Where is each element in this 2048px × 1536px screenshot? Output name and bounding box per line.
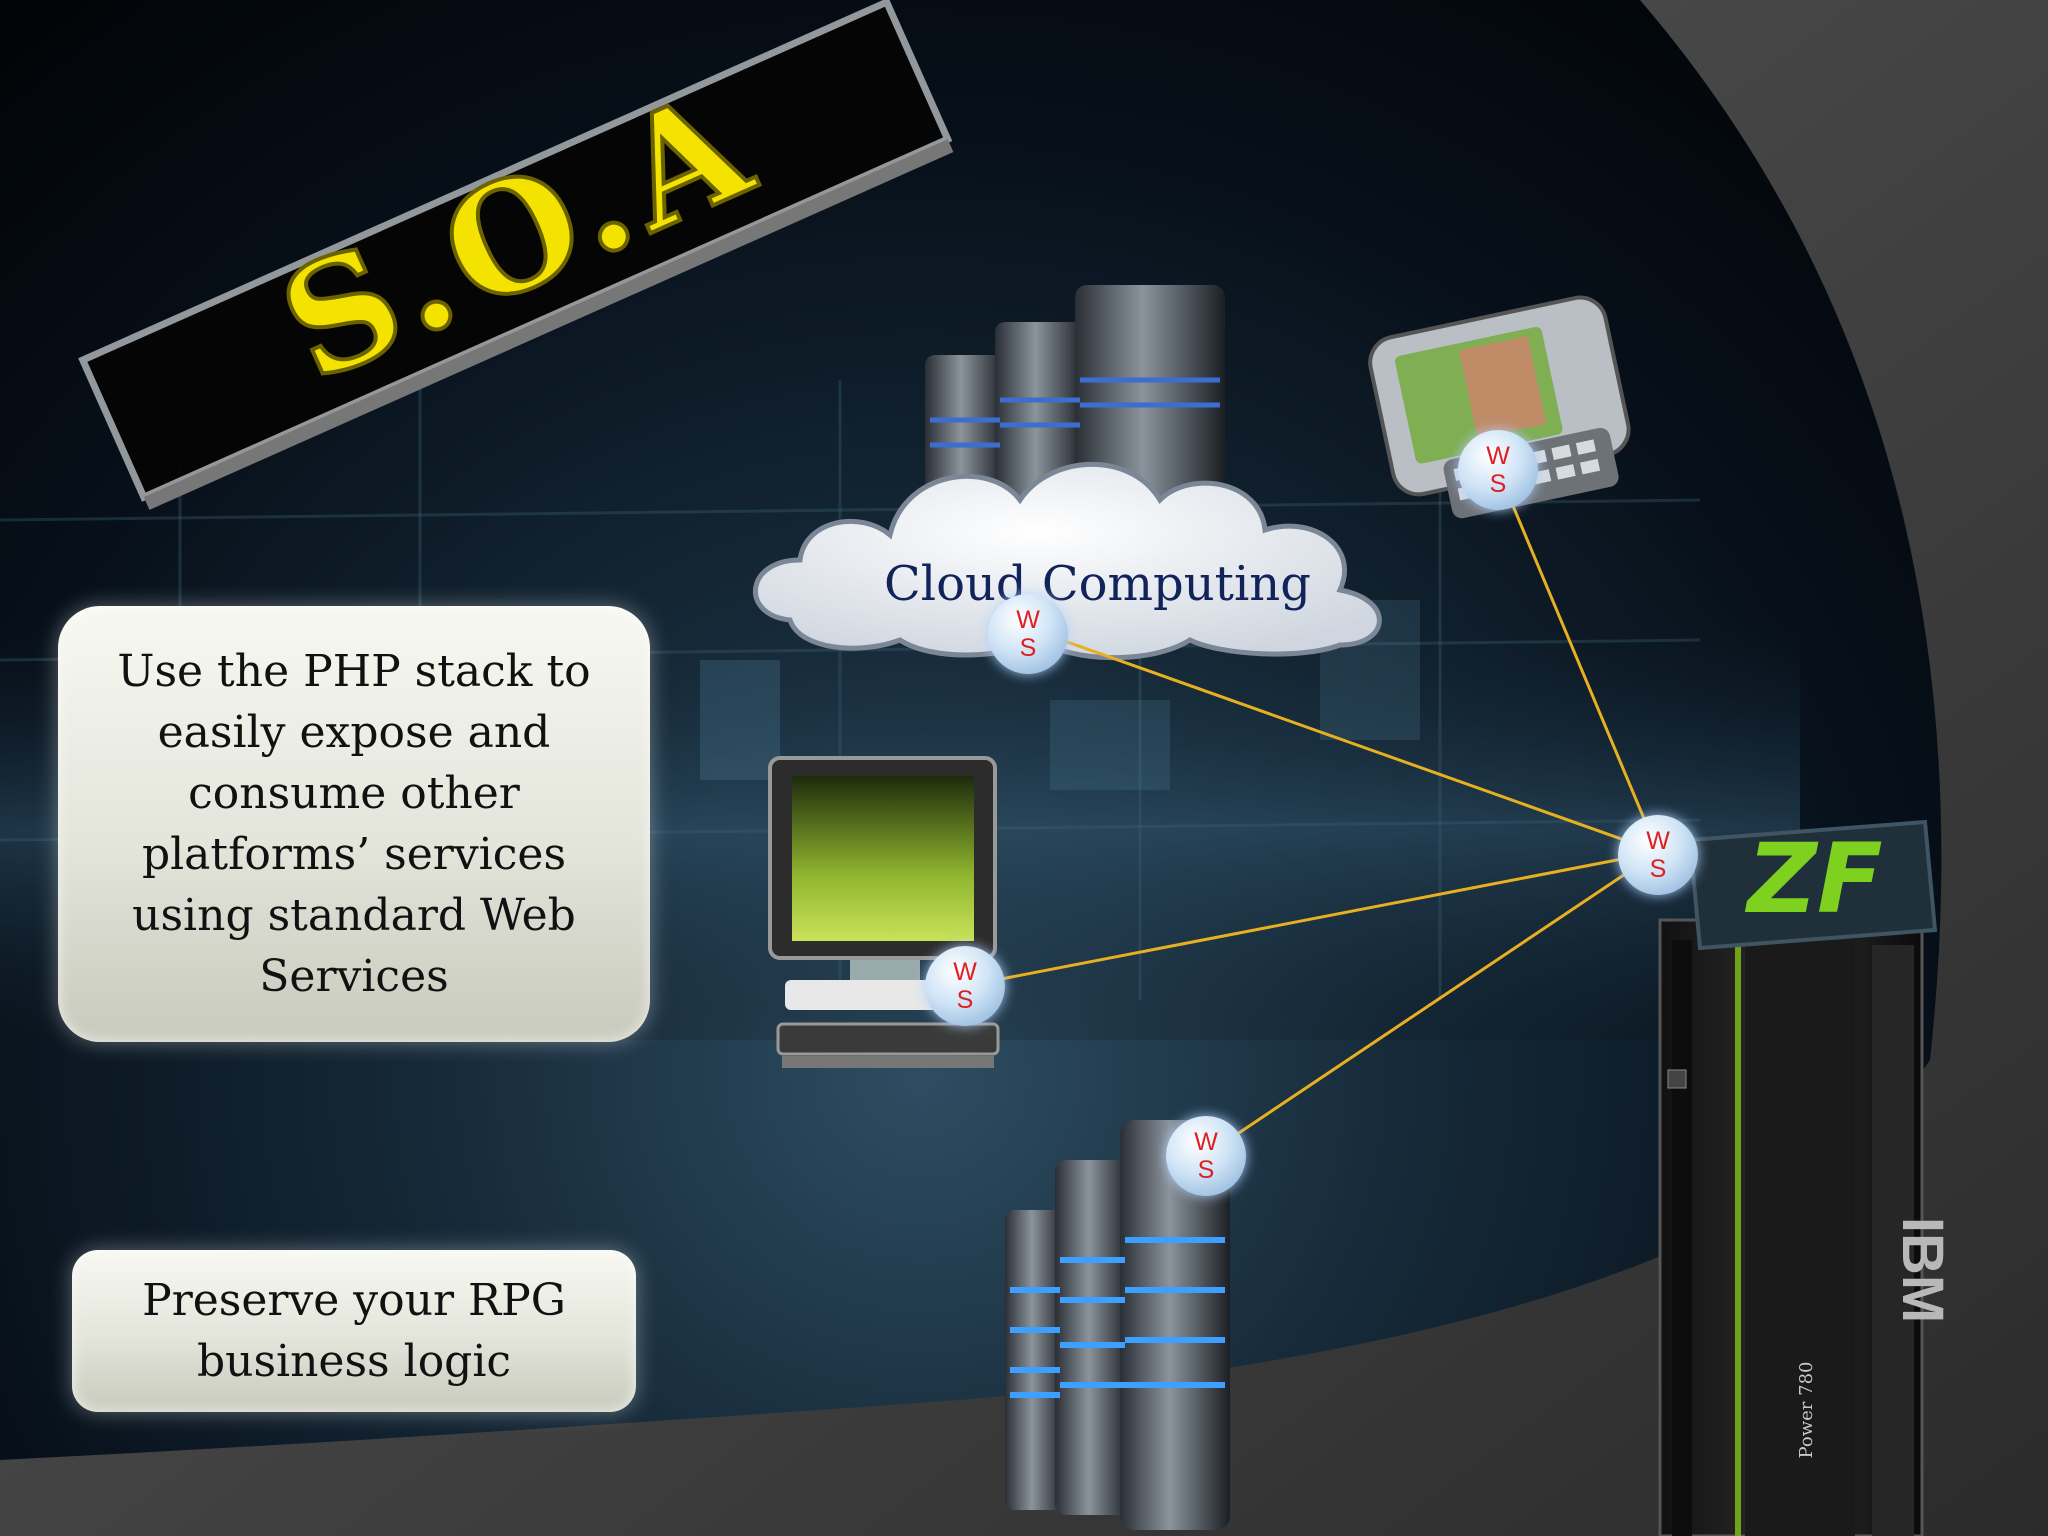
connector-desktop — [964, 850, 1659, 988]
ws-badge-letter: S — [1489, 470, 1507, 498]
ws-badge-phone: W S — [1458, 430, 1538, 510]
ws-badge-desktop: W S — [925, 946, 1005, 1026]
php-line: using standard Web — [132, 890, 576, 941]
php-stack-panel: Use the PHP stack to easily expose and c… — [58, 606, 650, 1042]
php-line: consume other — [188, 768, 520, 819]
ws-badge-server: W S — [1166, 1116, 1246, 1196]
rpg-line: Preserve your RPG — [142, 1275, 566, 1326]
ws-badge-letter: S — [956, 986, 974, 1014]
php-line: easily expose and — [157, 707, 551, 758]
zend-framework-logo: ZF — [1687, 819, 1938, 951]
ws-badge-letter: W — [953, 958, 977, 986]
ibm-power-server-icon: IBM Power 780 — [1658, 918, 1955, 1536]
soa-sign: S.O.A — [78, 0, 954, 510]
desktop-computer-icon — [768, 756, 1000, 1068]
connector-server — [1205, 850, 1659, 1157]
smartphone-icon — [1368, 295, 1631, 519]
rpg-logic-text: Preserve your RPG business logic — [142, 1270, 566, 1392]
cloud-computing-label: Cloud Computing — [884, 556, 1311, 612]
cloud-server-rack-icon — [925, 285, 1225, 520]
connector-cloud — [1027, 626, 1659, 854]
ws-badge-cloud: W S — [988, 594, 1068, 674]
ws-badge-zf: W S — [1618, 815, 1698, 895]
ws-badge-letter: W — [1194, 1128, 1218, 1156]
ibm-brand-label: IBM — [1890, 1217, 1955, 1323]
php-line: platforms’ services — [141, 829, 567, 880]
ws-badge-letter: S — [1649, 855, 1667, 883]
ws-badge-letter: S — [1197, 1156, 1215, 1184]
ws-badge-letter: W — [1646, 827, 1670, 855]
ws-badge-letter: S — [1019, 634, 1037, 662]
ws-connectors — [964, 469, 1660, 1157]
rpg-logic-panel: Preserve your RPG business logic — [72, 1250, 636, 1412]
connector-phone — [1496, 469, 1660, 853]
php-line: Use the PHP stack to — [117, 646, 591, 697]
php-line: Services — [259, 951, 449, 1002]
server-rack-icon — [1005, 1120, 1230, 1530]
power-model-label: Power 780 — [1796, 1362, 1817, 1459]
zf-logo-text: ZF — [1744, 823, 1882, 935]
soa-sign-label: S.O.A — [257, 53, 781, 415]
rpg-line: business logic — [196, 1336, 512, 1387]
php-stack-text: Use the PHP stack to easily expose and c… — [117, 641, 590, 1007]
ws-badge-letter: W — [1016, 606, 1040, 634]
ws-badge-letter: W — [1486, 442, 1510, 470]
